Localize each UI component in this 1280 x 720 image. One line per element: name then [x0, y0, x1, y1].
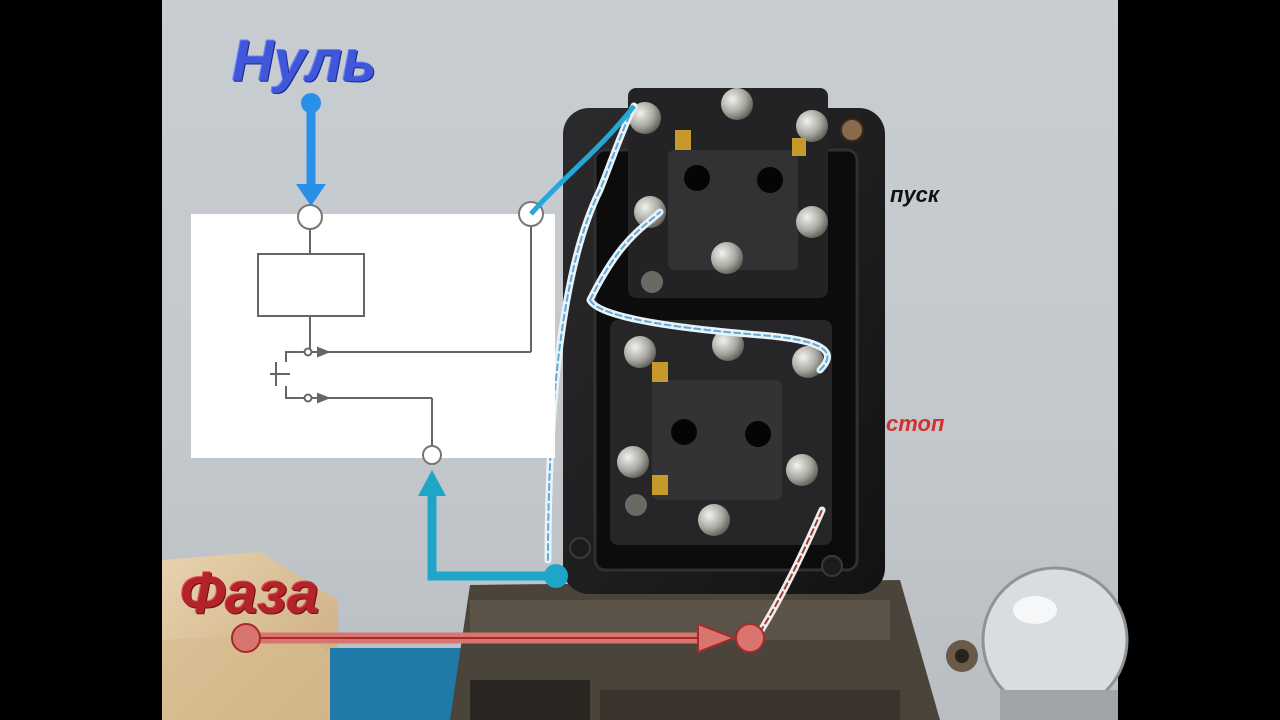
- neutral-label: Нуль: [232, 29, 377, 94]
- light-bulb: [981, 566, 1129, 720]
- stop-label: стоп: [886, 411, 945, 436]
- circuit-schematic: [191, 201, 555, 465]
- neutral-arrow-icon: [296, 93, 326, 206]
- stop-button-block: [610, 320, 832, 545]
- terminal-top-left: [297, 204, 323, 230]
- device-wires: [544, 102, 831, 636]
- push-button-switch-icon: [270, 346, 331, 404]
- start-label: пуск: [890, 182, 940, 207]
- control-wire-overlay: [529, 104, 636, 216]
- phase-arrow-icon: [231, 622, 765, 654]
- blue-surface: [330, 648, 470, 720]
- control-arrow-icon: [418, 470, 568, 588]
- workbench-device: [450, 580, 978, 720]
- phase-label: Фаза: [180, 561, 320, 626]
- terminal-bottom: [422, 445, 442, 465]
- start-button-block: [628, 88, 828, 298]
